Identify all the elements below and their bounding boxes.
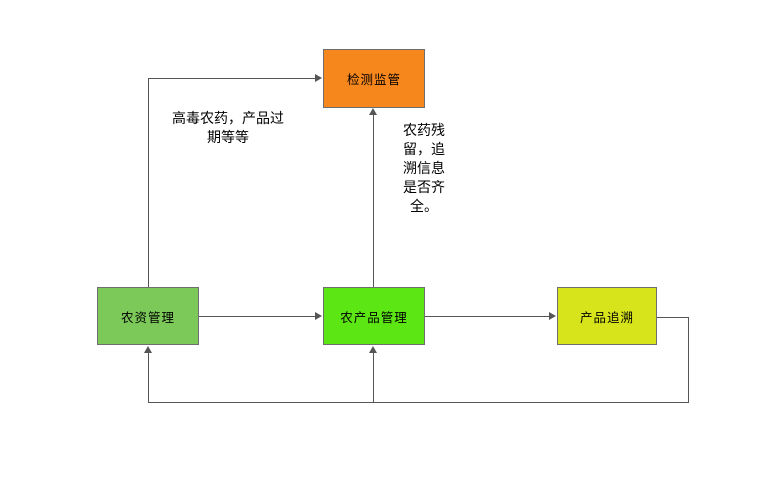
connector-supply-detection-horizontal bbox=[148, 78, 316, 79]
annotation-toxic-pesticide: 高毒农药，产品过 期等等 bbox=[172, 110, 284, 145]
node-detection-label: 检测监管 bbox=[346, 73, 401, 87]
arrowhead-into-produce-left bbox=[315, 312, 322, 320]
node-produce-label: 农产品管理 bbox=[340, 310, 408, 325]
connector-produce-trace bbox=[425, 316, 550, 317]
node-trace-label: 产品追溯 bbox=[579, 310, 634, 325]
connector-trace-feedback-right bbox=[657, 317, 689, 318]
node-detection-supervision: 检测监管 bbox=[323, 49, 425, 108]
annotation-pesticide-residue: 农药残 留，追 溯信息 是否齐 全。 bbox=[403, 122, 445, 214]
node-supply-label: 农资管理 bbox=[120, 310, 175, 325]
arrowhead-into-produce-bottom bbox=[369, 346, 377, 353]
connector-feedback-up-produce bbox=[373, 351, 374, 402]
node-agri-product-management: 农产品管理 bbox=[323, 287, 425, 345]
node-product-traceability: 产品追溯 bbox=[557, 287, 657, 345]
node-agri-supply-management: 农资管理 bbox=[97, 287, 199, 345]
connector-supply-produce bbox=[199, 316, 316, 317]
connector-feedback-up-supply bbox=[148, 351, 149, 402]
arrowhead-into-detection-bottom bbox=[369, 108, 377, 115]
connector-produce-detection-vertical bbox=[373, 113, 374, 287]
connector-supply-detection-vertical bbox=[148, 78, 149, 287]
arrowhead-into-trace-left bbox=[549, 312, 556, 320]
arrowhead-into-supply-bottom bbox=[144, 346, 152, 353]
connector-trace-feedback-down bbox=[688, 317, 689, 403]
arrowhead-into-detection-left bbox=[315, 74, 322, 82]
connector-trace-feedback-bottom bbox=[148, 402, 689, 403]
